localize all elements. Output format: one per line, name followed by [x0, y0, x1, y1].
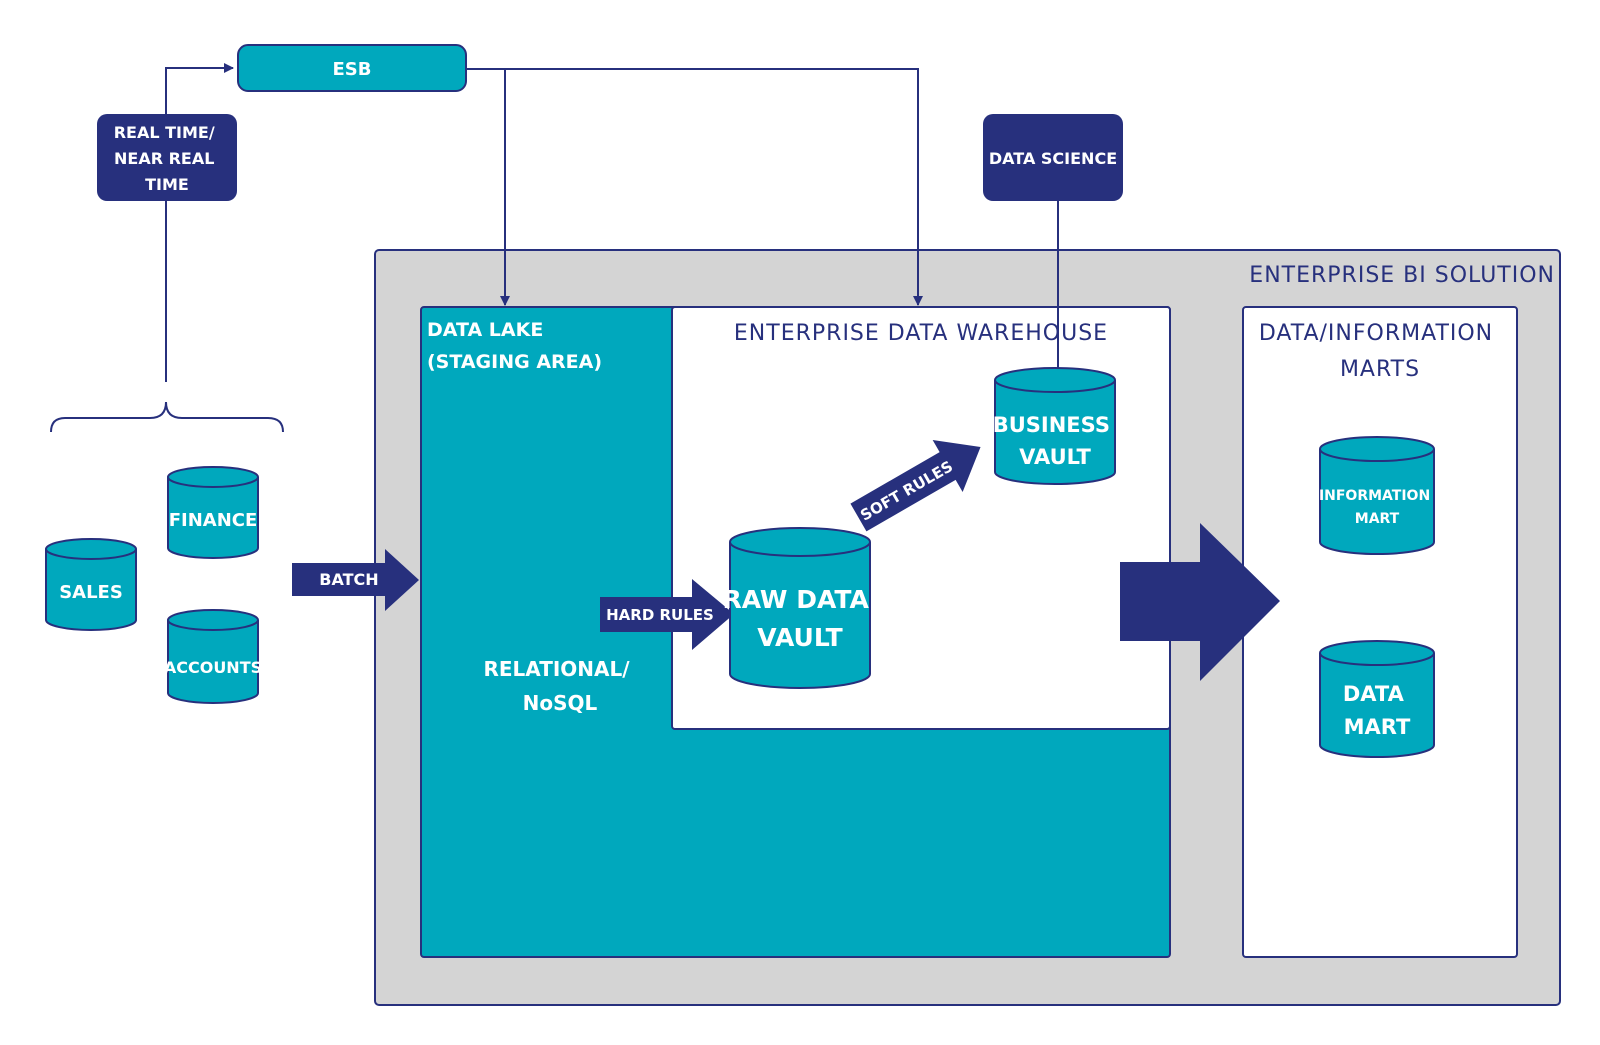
- esb-box: [237, 44, 467, 92]
- batch-arrow: [292, 549, 419, 611]
- edw-to-marts-arrow: [1120, 523, 1280, 681]
- finance-cylinder: [167, 466, 259, 559]
- accounts-cylinder: [167, 609, 259, 704]
- business-vault-label: BUSINESS VAULT: [993, 413, 1118, 469]
- accounts-label: ACCOUNTS: [164, 658, 262, 677]
- data-science-label: DATA SCIENCE: [989, 149, 1117, 168]
- esb-to-edw-connector: [466, 68, 923, 306]
- sales-label: SALES: [59, 582, 123, 603]
- data-mart-label: DATA MART: [1343, 682, 1411, 739]
- information-mart-label: INFORMATION MART: [1319, 488, 1435, 527]
- data-lake-title: DATA LAKE (STAGING AREA): [427, 319, 602, 373]
- raw-data-vault-label: RAW DATA VAULT: [722, 585, 877, 652]
- realtime-box: [97, 114, 237, 201]
- data-lake-type-label: RELATIONAL/ NoSQL: [483, 657, 636, 715]
- esb-label: ESB: [333, 59, 372, 80]
- realtime-label: REAL TIME/ NEAR REAL TIME: [114, 123, 221, 194]
- marts-title: DATA/INFORMATION MARTS: [1259, 321, 1501, 382]
- batch-label: BATCH: [319, 570, 378, 589]
- raw-data-vault-cylinder: [729, 527, 871, 689]
- hard-rules-label: HARD RULES: [606, 606, 714, 624]
- business-vault-cylinder: [994, 367, 1116, 485]
- hard-rules-arrow: [600, 579, 734, 650]
- enterprise-bi-title: ENTERPRISE BI SOLUTION: [1249, 263, 1555, 288]
- realtime-connector: [165, 63, 234, 382]
- edw-title: ENTERPRISE DATA WAREHOUSE: [734, 321, 1108, 346]
- sales-cylinder: [45, 538, 137, 631]
- data-science-box: [983, 114, 1123, 201]
- information-mart-cylinder: [1319, 436, 1435, 555]
- data-mart-cylinder: [1319, 640, 1435, 758]
- finance-label: FINANCE: [169, 510, 258, 531]
- sources-brace: [50, 401, 284, 433]
- marts-panel: [1242, 306, 1518, 958]
